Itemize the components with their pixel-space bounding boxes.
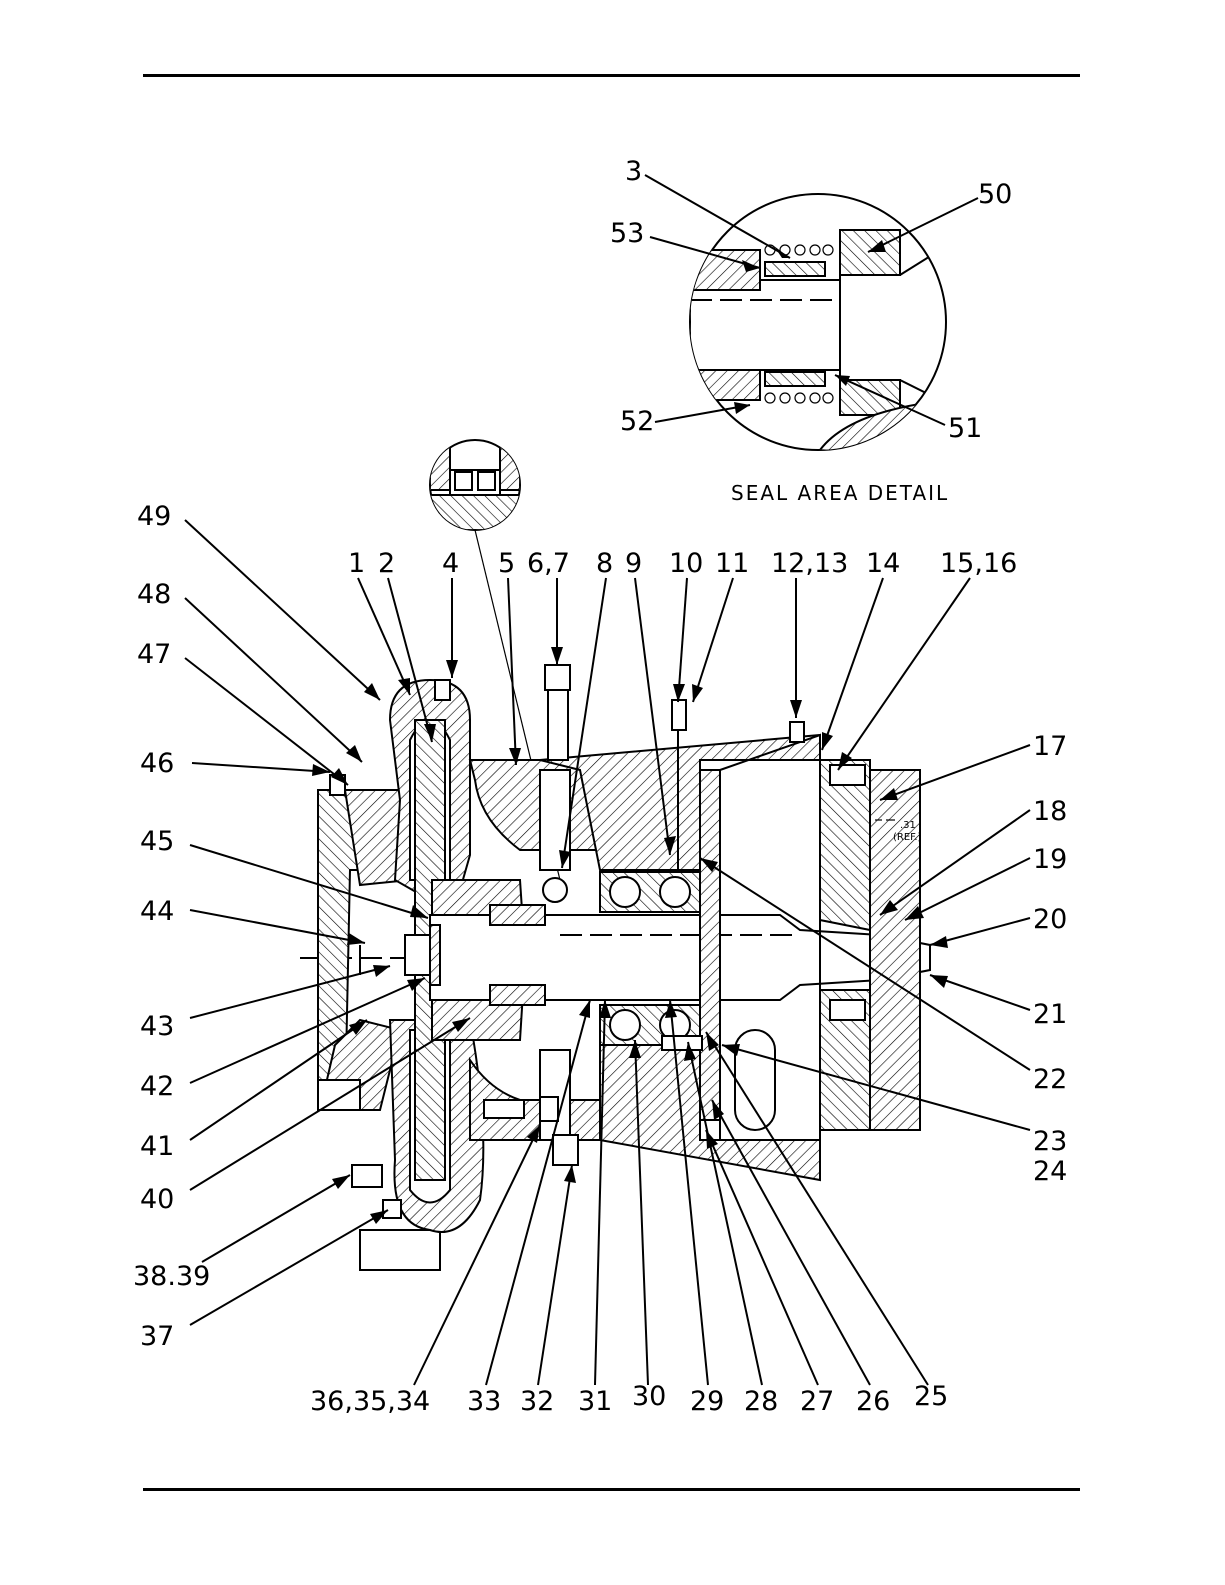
callout-45: 45 bbox=[140, 826, 174, 857]
callout-24: 24 bbox=[1033, 1156, 1067, 1187]
callout-25: 25 bbox=[914, 1381, 948, 1412]
callout-50: 50 bbox=[978, 179, 1012, 210]
callout-2: 2 bbox=[378, 548, 395, 579]
callout-38-39: 38.39 bbox=[133, 1261, 210, 1292]
callout-51: 51 bbox=[948, 413, 982, 444]
callout-33: 33 bbox=[467, 1386, 501, 1417]
callout-44: 44 bbox=[140, 896, 174, 927]
callout-1: 1 bbox=[348, 548, 365, 579]
callout-14: 14 bbox=[866, 548, 900, 579]
seal-detail-title: SEAL AREA DETAIL bbox=[731, 481, 949, 505]
callout-32: 32 bbox=[520, 1386, 554, 1417]
callout-49: 49 bbox=[137, 501, 171, 532]
main-assembly bbox=[300, 665, 930, 1270]
callout-48: 48 bbox=[137, 579, 171, 610]
callout-28: 28 bbox=[744, 1386, 778, 1417]
callout-3: 3 bbox=[625, 156, 642, 187]
callout-46: 46 bbox=[140, 748, 174, 779]
callout-4: 4 bbox=[442, 548, 459, 579]
callout-29: 29 bbox=[690, 1386, 724, 1417]
callout-30: 30 bbox=[632, 1381, 666, 1412]
callout-9: 9 bbox=[625, 548, 642, 579]
callout-8: 8 bbox=[596, 548, 613, 579]
callout-41: 41 bbox=[140, 1131, 174, 1162]
callout-6-7: 6,7 bbox=[527, 548, 570, 579]
callout-18: 18 bbox=[1033, 796, 1067, 827]
callout-27: 27 bbox=[800, 1386, 834, 1417]
callout-20: 20 bbox=[1033, 904, 1067, 935]
callout-26: 26 bbox=[856, 1386, 890, 1417]
callout-42: 42 bbox=[140, 1071, 174, 1102]
seal-area-detail: SEAL AREA DETAIL bbox=[645, 175, 978, 505]
callout-21: 21 bbox=[1033, 999, 1067, 1030]
dimension-value: .31 bbox=[900, 820, 916, 831]
callout-23: 23 bbox=[1033, 1126, 1067, 1157]
callout-53: 53 bbox=[610, 218, 644, 249]
seal-springs-lower bbox=[765, 393, 833, 403]
callout-47: 47 bbox=[137, 639, 171, 670]
callout-31: 31 bbox=[578, 1386, 612, 1417]
callout-40: 40 bbox=[140, 1184, 174, 1215]
dimension-note: (REF.) bbox=[893, 832, 921, 843]
callout-37: 37 bbox=[140, 1321, 174, 1352]
callout-36-35-34: 36,35,34 bbox=[310, 1386, 430, 1417]
callout-43: 43 bbox=[140, 1011, 174, 1042]
callout-17: 17 bbox=[1033, 731, 1067, 762]
callout-52: 52 bbox=[620, 406, 654, 437]
callout-11: 11 bbox=[715, 548, 749, 579]
callout-19: 19 bbox=[1033, 844, 1067, 875]
callout-10: 10 bbox=[669, 548, 703, 579]
callout-22: 22 bbox=[1033, 1064, 1067, 1095]
callout-5: 5 bbox=[498, 548, 515, 579]
callout-15-16: 15,16 bbox=[940, 548, 1017, 579]
callout-12-13: 12,13 bbox=[771, 548, 848, 579]
